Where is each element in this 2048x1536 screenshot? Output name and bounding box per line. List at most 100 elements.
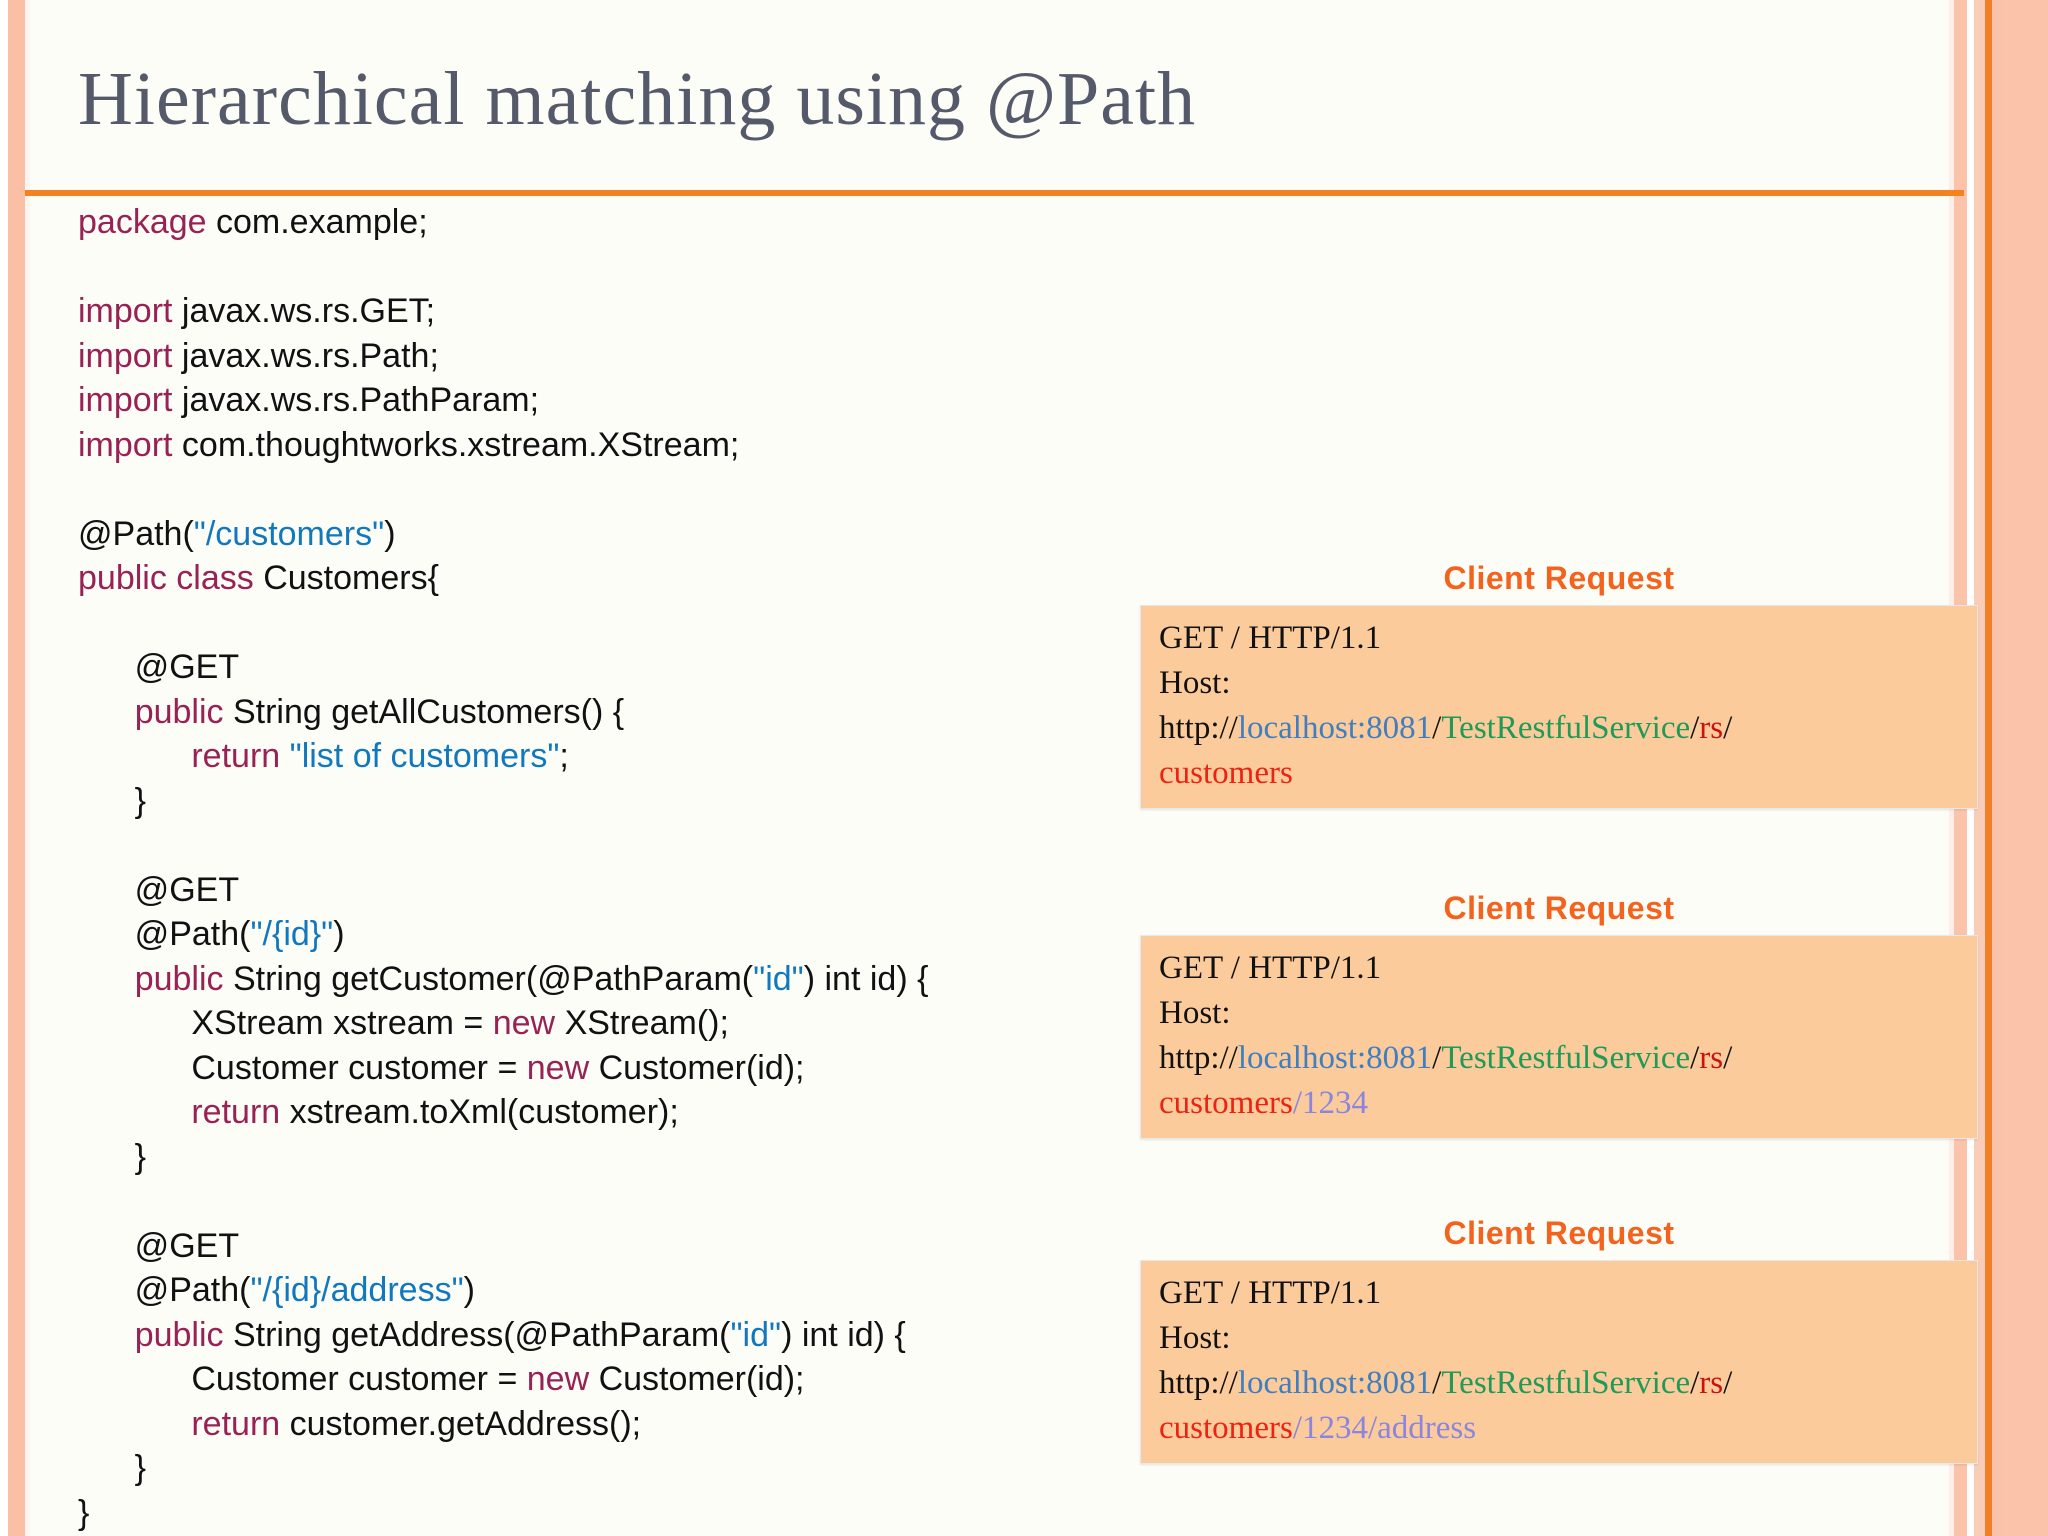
code-line: @Path("/{id}") <box>78 912 1278 957</box>
code-token: ) <box>463 1271 475 1309</box>
client-request-body: GET / HTTP/1.1 Host: http://localhost:80… <box>1140 605 1978 809</box>
code-line: public class Customers{ <box>78 556 1278 601</box>
code-token: return <box>191 1093 290 1131</box>
code-token: "id" <box>753 959 804 998</box>
code-token: @GET <box>78 870 240 909</box>
code-token: new <box>526 1048 599 1087</box>
url-token: customers <box>1159 1085 1293 1121</box>
code-token: import <box>78 425 182 464</box>
code-token <box>78 960 135 998</box>
code-token: "/{id}/address" <box>250 1271 464 1309</box>
url-token: rs <box>1699 1365 1724 1401</box>
host-label: Host: <box>1159 1320 1231 1356</box>
left-edge-white-stripe <box>0 0 8 1536</box>
code-line: Customer customer = new Customer(id); <box>78 1046 1278 1091</box>
code-token: import <box>78 336 182 375</box>
code-token: package <box>78 203 216 241</box>
code-token: public class <box>78 559 264 597</box>
url-token: / <box>1432 1365 1442 1401</box>
url-token: http:// <box>1159 710 1238 746</box>
client-request-body: GET / HTTP/1.1 Host: http://localhost:80… <box>1140 935 1978 1139</box>
right-edge-stripe-4 <box>1974 0 1985 1536</box>
url-token: / <box>1690 710 1700 746</box>
code-token: import <box>78 292 182 330</box>
code-line: import com.thoughtworks.xstream.XStream; <box>78 423 1278 468</box>
code-line: } <box>78 1135 1278 1180</box>
code-token: "id" <box>730 1315 782 1354</box>
client-request-body: GET / HTTP/1.1 Host: http://localhost:80… <box>1140 1260 1978 1464</box>
code-token: @GET <box>78 648 240 686</box>
code-token: String getAddress(@PathParam( <box>232 1315 731 1354</box>
url-token: /1234/address <box>1292 1410 1477 1446</box>
code-token: "/{id}" <box>250 915 334 953</box>
left-edge-pale-stripe <box>25 0 30 1536</box>
url-token: / <box>1723 710 1733 746</box>
code-token: public <box>134 692 233 731</box>
url-token: rs <box>1699 710 1724 746</box>
code-token: XStream xstream = <box>78 1004 493 1042</box>
title-bar: Hierarchical matching using @Path <box>78 44 1948 154</box>
url-token: TestRestfulService <box>1441 1365 1691 1401</box>
code-line: import javax.ws.rs.Path; <box>78 334 1278 379</box>
request-url-line-2: customers/1234/address <box>1159 1406 1961 1451</box>
code-token: javax.ws.rs.GET; <box>181 292 436 330</box>
code-token <box>78 1405 191 1443</box>
left-edge-salmon-stripe <box>8 0 25 1536</box>
url-token: / <box>1690 1040 1700 1076</box>
code-token <box>78 1316 135 1354</box>
code-line: @GET <box>78 645 1278 690</box>
code-token: Customer customer = <box>78 1360 527 1398</box>
code-line: } <box>78 1446 1278 1491</box>
request-line: GET / HTTP/1.1 <box>1159 950 1382 986</box>
code-token: "list of customers" <box>289 737 560 775</box>
code-line <box>78 601 1278 646</box>
code-line: @Path("/customers") <box>78 512 1278 557</box>
url-token: / <box>1432 710 1442 746</box>
client-request-card-3: Client Request GET / HTTP/1.1 Host: http… <box>1140 1215 1978 1464</box>
code-token: @GET <box>78 1226 240 1265</box>
code-token: import <box>78 381 182 419</box>
code-line: public String getAddress(@PathParam("id"… <box>78 1313 1278 1358</box>
code-token: } <box>78 781 147 820</box>
request-line: GET / HTTP/1.1 <box>1159 620 1382 656</box>
code-token: Customer customer = <box>78 1048 527 1087</box>
title-underline-rule <box>25 190 1964 196</box>
code-token: new <box>526 1360 599 1398</box>
url-token: localhost:8081 <box>1237 1040 1433 1076</box>
code-token: @Path( <box>78 514 194 553</box>
code-token: ) int id) { <box>803 959 929 998</box>
code-listing: package com.example; import javax.ws.rs.… <box>78 200 1278 1535</box>
code-line: XStream xstream = new XStream(); <box>78 1001 1278 1046</box>
url-token: customers <box>1159 755 1293 791</box>
code-token <box>78 693 135 731</box>
code-token: public <box>134 1315 233 1354</box>
code-token <box>78 737 191 775</box>
code-line: return "list of customers"; <box>78 734 1278 779</box>
code-token: ) <box>384 514 396 553</box>
code-token: Customers{ <box>263 559 439 597</box>
code-line: import javax.ws.rs.PathParam; <box>78 378 1278 423</box>
code-line: public String getAllCustomers() { <box>78 690 1278 735</box>
code-token: javax.ws.rs.Path; <box>181 336 439 375</box>
code-line: @GET <box>78 868 1278 913</box>
url-token: localhost:8081 <box>1237 710 1433 746</box>
code-token: } <box>78 1137 147 1176</box>
code-line: @Path("/{id}/address") <box>78 1268 1278 1313</box>
code-token: } <box>78 1493 90 1532</box>
right-edge-accent-stripe <box>1985 0 1992 1536</box>
url-token: http:// <box>1159 1040 1238 1076</box>
right-edge-stripe-7 <box>2003 0 2048 1536</box>
url-token: http:// <box>1159 1365 1238 1401</box>
code-token: customer.getAddress(); <box>289 1404 642 1443</box>
client-request-heading: Client Request <box>1443 890 1675 926</box>
client-request-card-1: Client Request GET / HTTP/1.1 Host: http… <box>1140 560 1978 809</box>
code-line: public String getCustomer(@PathParam("id… <box>78 957 1278 1002</box>
url-token: TestRestfulService <box>1441 710 1691 746</box>
request-url-line-1: http://localhost:8081/TestRestfulService… <box>1159 1036 1961 1081</box>
code-line: package com.example; <box>78 200 1278 245</box>
code-line <box>78 467 1278 512</box>
host-label: Host: <box>1159 665 1231 701</box>
request-line: GET / HTTP/1.1 <box>1159 1275 1382 1311</box>
code-token: } <box>78 1449 147 1487</box>
